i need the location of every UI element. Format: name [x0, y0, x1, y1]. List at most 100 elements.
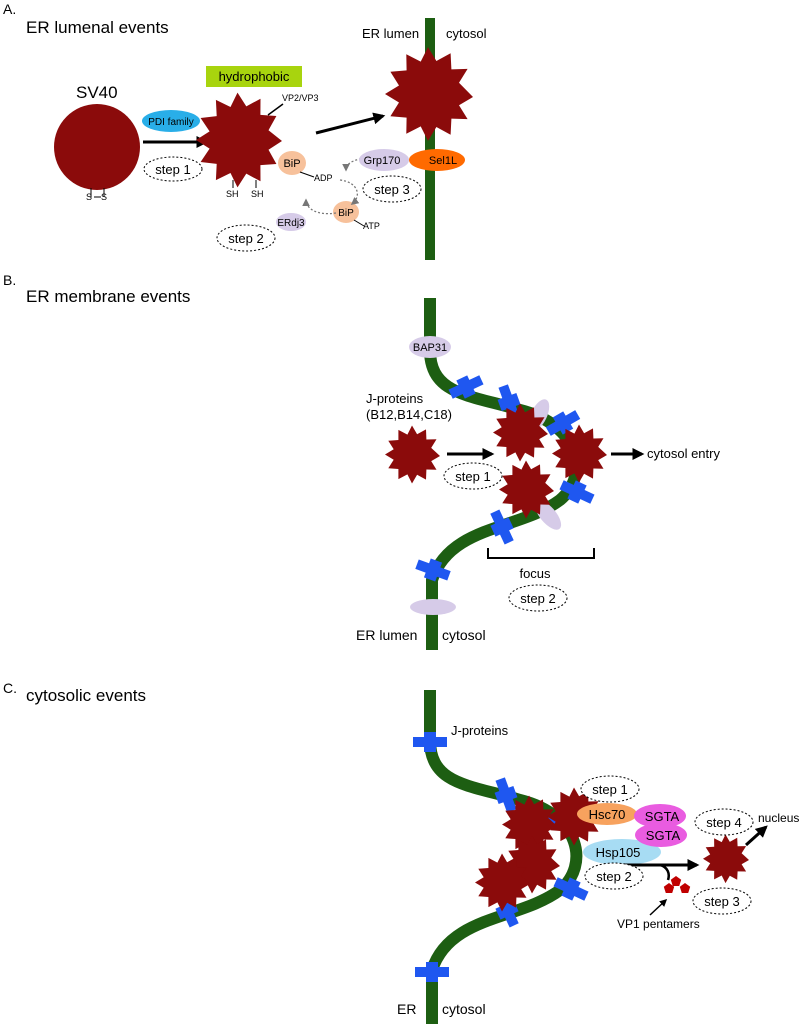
c-step1-label: step 1 [592, 782, 627, 797]
panel-a-title: ER lumenal events [26, 18, 169, 37]
step1-oval [143, 156, 203, 182]
c-jprotein-6 [415, 962, 449, 982]
b-step1-label: step 1 [455, 469, 490, 484]
sv40-particle [54, 104, 140, 190]
arrow-to-membrane [315, 112, 386, 135]
hydrophobic-label: hydrophobic [219, 69, 290, 84]
bip-free [333, 201, 359, 223]
c-jproteins-label: J-proteins [451, 723, 509, 738]
c-step4-oval [694, 808, 754, 836]
adp-label: ADP [314, 173, 333, 183]
jprotein-3 [545, 410, 581, 436]
step3-label: step 3 [374, 182, 409, 197]
c-step2-oval [584, 862, 644, 890]
c-step1-oval [580, 775, 640, 803]
hsc70-label: Hsc70 [589, 807, 626, 822]
er-membrane-curve-c [424, 690, 583, 1024]
bip-bound-label: BiP [283, 158, 300, 170]
nucleus-label: nucleus [758, 811, 799, 825]
panel-c-title: cytosolic events [26, 686, 146, 705]
panel-b-title: ER membrane events [26, 287, 190, 306]
b-particle-free [385, 425, 440, 484]
step1-label: step 1 [155, 162, 190, 177]
vp2vp3-stub [267, 103, 284, 116]
c-step3-oval [692, 887, 752, 915]
disulfide-s-right: S [101, 192, 107, 202]
jprotein-1 [448, 375, 484, 399]
arrow-to-nucleus [744, 825, 768, 847]
sgta-2-label: SGTA [646, 828, 681, 843]
bap31-pale-lower [534, 500, 562, 530]
panel-a: A. ER lumenal events ER lumen cytosol SV… [3, 1, 487, 260]
hsc70 [577, 803, 637, 825]
jproteins-label-line1: J-proteins [366, 391, 424, 406]
sel1l [409, 149, 465, 171]
panel-a-letter: A. [3, 1, 16, 17]
vp1-label: VP1 pentamers [617, 917, 700, 931]
grp170 [359, 149, 409, 171]
vp1-pentamer-2 [663, 883, 675, 893]
cytosol-label: cytosol [446, 26, 487, 41]
c-step3-label: step 3 [704, 894, 739, 909]
cycle-arrow-1 [339, 179, 360, 205]
c-particle-free [703, 834, 749, 884]
b-particle-upper [493, 403, 548, 462]
focus-label: focus [519, 566, 551, 581]
jprotein-4 [559, 480, 595, 504]
panel-b: B. ER membrane events BAP31 J-proteins (… [3, 272, 720, 650]
pdi-family [142, 110, 200, 132]
sh-left-label: SH [226, 189, 239, 199]
er-membrane [425, 18, 435, 260]
sgta-1 [634, 804, 686, 828]
b-step2-label: step 2 [520, 591, 555, 606]
adp-stub [299, 171, 315, 178]
step3-oval [362, 175, 422, 203]
vp2vp3-label: VP2/VP3 [282, 93, 319, 103]
b-step1-oval [443, 462, 503, 490]
jprotein-2 [497, 384, 521, 420]
bap31-label: BAP31 [413, 342, 447, 354]
sgta-2 [635, 823, 687, 847]
panel-b-letter: B. [3, 272, 16, 288]
sh-right-label: SH [251, 189, 264, 199]
jprotein-6 [415, 558, 451, 582]
b-er-lumen-label: ER lumen [356, 627, 417, 643]
bip-bound [278, 151, 306, 175]
panel-c-letter: C. [3, 680, 17, 696]
atp-label: ATP [363, 221, 380, 231]
c-jprotein-1 [413, 732, 447, 752]
sel1l-label: Sel1L [429, 155, 457, 167]
c-er-label: ER [397, 1001, 416, 1017]
c-particle-4 [475, 853, 530, 912]
hydrophobic-particle [196, 92, 282, 188]
b-step2-oval [508, 584, 568, 612]
step2-oval [216, 224, 276, 252]
bap31-pale-bottom [410, 599, 456, 615]
membrane-particle [385, 47, 473, 141]
pdi-family-label: PDI family [148, 117, 194, 128]
cytosol-entry-label: cytosol entry [647, 446, 720, 461]
c-jprotein-4 [553, 877, 589, 901]
hsp105 [583, 839, 661, 865]
disulfide-s-left: S [86, 192, 92, 202]
jprotein-5 [490, 509, 514, 545]
sgta-1-label: SGTA [645, 809, 680, 824]
step2-label: step 2 [228, 231, 263, 246]
c-particle-2 [547, 787, 602, 846]
c-particle-1 [502, 795, 557, 854]
erdj3 [276, 213, 306, 231]
grp170-label: Grp170 [364, 155, 401, 167]
hydrophobic-box [206, 66, 302, 87]
c-step2-label: step 2 [596, 869, 631, 884]
c-step4-label: step 4 [706, 815, 741, 830]
panel-c: C. cytosolic events J-proteins Hsp105 Hs… [3, 680, 799, 1024]
vp1-pentamer-3 [679, 883, 691, 893]
arrow-to-vp1 [649, 898, 668, 916]
er-lumen-label: ER lumen [362, 26, 419, 41]
sv40-label: SV40 [76, 83, 118, 102]
arrow-branch-curve [659, 863, 670, 881]
atp-stub [353, 219, 365, 227]
focus-bracket [487, 548, 595, 559]
cycle-arrow-2 [302, 198, 337, 215]
